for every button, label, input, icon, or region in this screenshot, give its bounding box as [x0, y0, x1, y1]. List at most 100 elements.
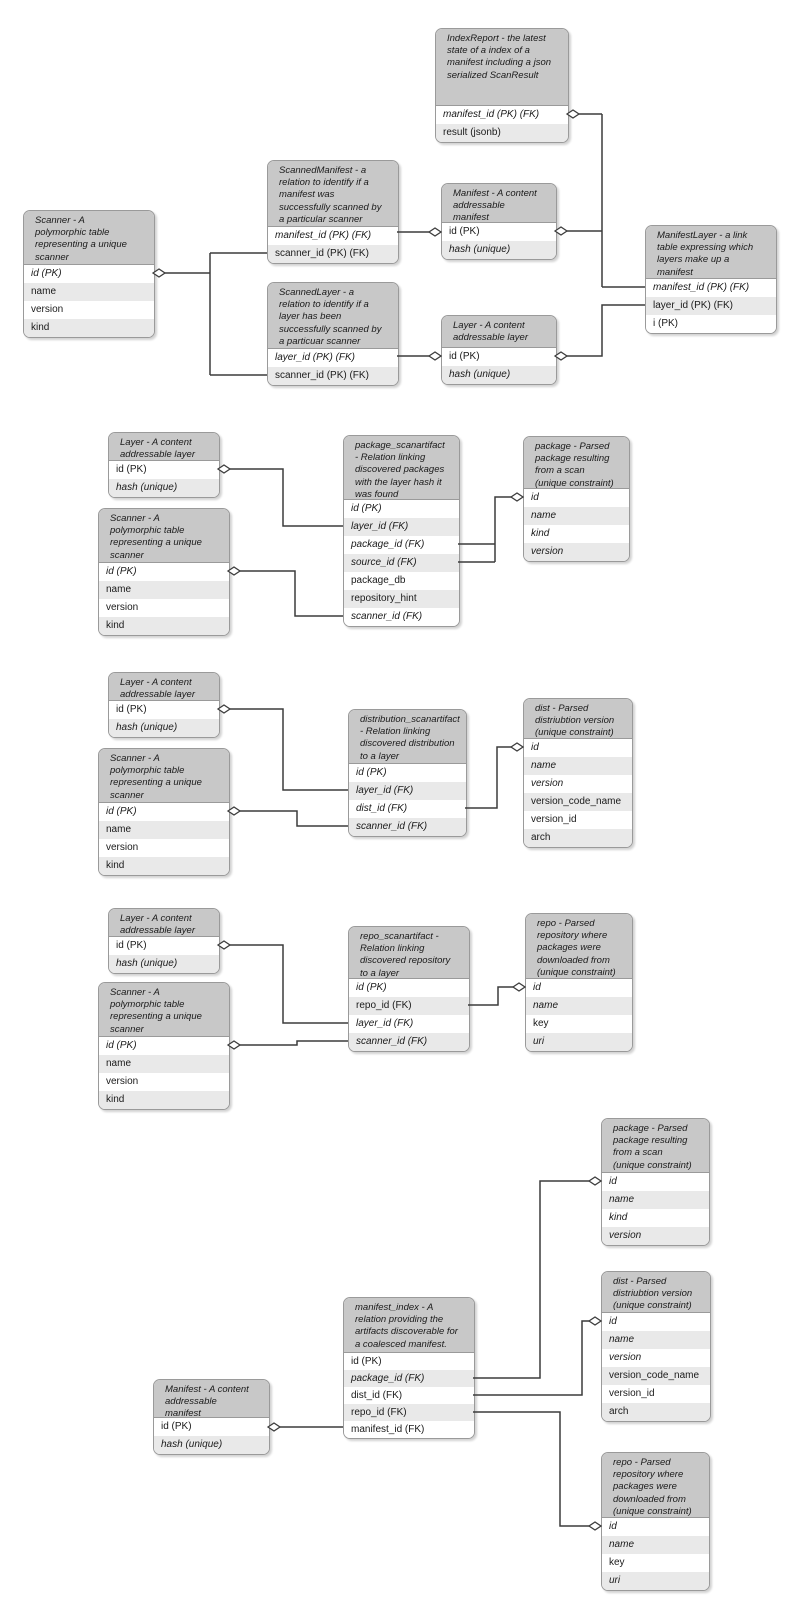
table-scanned-manifest[interactable]: ScannedManifest - a relation to identify… — [267, 160, 399, 264]
diamond-connector-end-icon — [427, 227, 443, 237]
field-row: id (PK) — [349, 979, 469, 997]
relationship-connector — [473, 1320, 589, 1396]
field-row: name — [602, 1536, 709, 1554]
relationship-connector — [240, 1040, 348, 1046]
table-manifest-1[interactable]: Manifest - A content addressable manifes… — [441, 183, 557, 260]
field-row: hash (unique) — [154, 1436, 269, 1454]
field-row: id (PK) — [344, 500, 459, 518]
field-row: version_code_name — [524, 793, 632, 811]
field-row: id (PK) — [99, 803, 229, 821]
field-row: name — [24, 283, 154, 301]
field-row: id (PK) — [99, 563, 229, 581]
table-scanner-1[interactable]: Scanner - A polymorphic table representi… — [23, 210, 155, 338]
field-row: id — [602, 1173, 709, 1191]
field-row: i (PK) — [646, 315, 776, 333]
field-row: name — [99, 581, 229, 599]
field-row: arch — [602, 1403, 710, 1421]
field-row: package_id (FK) — [344, 536, 459, 554]
field-row: manifest_id (PK) (FK) — [646, 279, 776, 297]
field-row: kind — [524, 525, 629, 543]
field-row: version_id — [524, 811, 632, 829]
field-row: kind — [99, 1091, 229, 1109]
table-scanner-2[interactable]: Scanner - A polymorphic table representi… — [98, 508, 230, 636]
field-row: version — [99, 1073, 229, 1091]
table-package-2[interactable]: package - Parsed package resulting from … — [601, 1118, 710, 1246]
field-row: uri — [602, 1572, 709, 1590]
table-manifest-index[interactable]: manifest_index - A relation providing th… — [343, 1297, 475, 1439]
table-header: IndexReport - the latest state of a inde… — [436, 29, 568, 106]
field-row: scanner_id (FK) — [344, 608, 459, 626]
table-header: Manifest - A content addressable manifes… — [442, 184, 556, 223]
field-row: scanner_id (PK) (FK) — [268, 367, 398, 385]
diamond-connector-end-icon — [511, 982, 527, 992]
table-header: Scanner - A polymorphic table representi… — [24, 211, 154, 265]
table-header: dist - Parsed distriubtion version (uniq… — [602, 1272, 710, 1313]
field-row: version_code_name — [602, 1367, 710, 1385]
table-header: ScannedManifest - a relation to identify… — [268, 161, 398, 227]
field-row: kind — [602, 1209, 709, 1227]
field-row: repo_id (FK) — [344, 1404, 474, 1421]
field-row: id (PK) — [154, 1418, 269, 1436]
table-manifest-2[interactable]: Manifest - A content addressable manifes… — [153, 1379, 270, 1455]
table-header: manifest_index - A relation providing th… — [344, 1298, 474, 1353]
field-row: id (PK) — [99, 1037, 229, 1055]
field-row: kind — [99, 617, 229, 635]
relationship-connector — [567, 304, 645, 357]
table-repo-1[interactable]: repo - Parsed repository where packages … — [525, 913, 633, 1052]
table-scanned-layer[interactable]: ScannedLayer - a relation to identify if… — [267, 282, 399, 386]
field-row: name — [524, 757, 632, 775]
table-index-report[interactable]: IndexReport - the latest state of a inde… — [435, 28, 569, 143]
field-row: scanner_id (FK) — [349, 818, 466, 836]
table-header: dist - Parsed distriubtion version (uniq… — [524, 699, 632, 739]
table-header: distribution_scanartifact - Relation lin… — [349, 710, 466, 764]
table-repo-2[interactable]: repo - Parsed repository where packages … — [601, 1452, 710, 1591]
table-manifest-layer[interactable]: ManifestLayer - a link table expressing … — [645, 225, 777, 334]
field-row: id — [526, 979, 632, 997]
table-header: repo - Parsed repository where packages … — [602, 1453, 709, 1518]
field-row: hash (unique) — [442, 366, 556, 384]
field-row: arch — [524, 829, 632, 847]
table-package-scanartifact[interactable]: package_scanartifact - Relation linking … — [343, 435, 460, 627]
diamond-connector-end-icon — [587, 1176, 603, 1186]
field-row: dist_id (FK) — [349, 800, 466, 818]
table-dist-2[interactable]: dist - Parsed distriubtion version (uniq… — [601, 1271, 711, 1422]
table-header: Layer - A content addressable layer — [442, 316, 556, 348]
field-row: source_id (FK) — [344, 554, 459, 572]
field-row: key — [602, 1554, 709, 1572]
table-dist-1[interactable]: dist - Parsed distriubtion version (uniq… — [523, 698, 633, 848]
field-row: key — [526, 1015, 632, 1033]
table-package-1[interactable]: package - Parsed package resulting from … — [523, 436, 630, 562]
table-header: ManifestLayer - a link table expressing … — [646, 226, 776, 279]
relationship-connector — [468, 986, 513, 1006]
table-header: Manifest - A content addressable manifes… — [154, 1380, 269, 1419]
relationship-connector — [473, 1411, 589, 1527]
field-row: scanner_id (PK) (FK) — [268, 245, 398, 263]
field-row: manifest_id (FK) — [344, 1421, 474, 1438]
field-row: id — [602, 1313, 710, 1331]
field-row: version — [602, 1227, 709, 1245]
field-row: manifest_id (PK) (FK) — [268, 227, 398, 245]
relationship-connector — [494, 496, 511, 562]
field-row: layer_id (FK) — [349, 782, 466, 800]
relationship-connector — [230, 708, 348, 791]
relationship-connector — [230, 468, 343, 527]
table-scanner-4[interactable]: Scanner - A polymorphic table representi… — [98, 982, 230, 1110]
field-row: version — [24, 301, 154, 319]
field-row: version — [99, 839, 229, 857]
relationship-connector — [240, 570, 343, 617]
table-distribution-scanartifact[interactable]: distribution_scanartifact - Relation lin… — [348, 709, 467, 837]
table-header: package - Parsed package resulting from … — [524, 437, 629, 489]
field-row: repository_hint — [344, 590, 459, 608]
table-scanner-3[interactable]: Scanner - A polymorphic table representi… — [98, 748, 230, 876]
table-repo-scanartifact[interactable]: repo_scanartifact - Relation linking dis… — [348, 926, 470, 1052]
field-row: version — [524, 543, 629, 561]
table-header: Layer - A content addressable layer — [109, 909, 219, 937]
field-row: hash (unique) — [109, 955, 219, 973]
relationship-connector — [230, 944, 348, 1024]
relationship-connector — [240, 810, 348, 827]
field-row: kind — [24, 319, 154, 337]
